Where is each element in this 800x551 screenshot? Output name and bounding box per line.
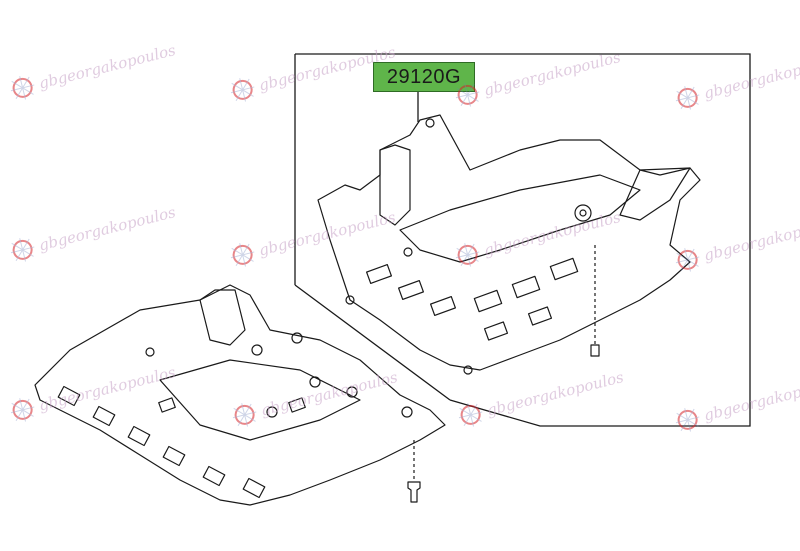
- gb-logo-icon: [230, 78, 255, 102]
- upper-plate-outline: [317, 114, 701, 371]
- gb-logo-icon: [230, 243, 255, 267]
- upper-hole: [527, 306, 553, 326]
- skid-plate-upper: [317, 114, 701, 375]
- callout-frame-outline: [295, 53, 751, 427]
- lower-hole: [57, 385, 81, 407]
- watermark: gbgeorgakopoulos: [7, 199, 179, 265]
- lower-hole: [158, 397, 176, 413]
- lower-plate-center-ridge: [159, 359, 361, 441]
- upper-bolt-hole: [345, 295, 355, 305]
- watermark: gbgeorgakopoulos: [227, 204, 399, 270]
- watermark: gbgeorgakopoulos: [7, 37, 179, 103]
- gb-logo-icon: [455, 83, 480, 107]
- lower-hole: [127, 425, 151, 447]
- watermark: gbgeorgakopoulos: [227, 39, 399, 105]
- lower-hole: [288, 397, 306, 413]
- upper-hole: [511, 275, 541, 299]
- gb-logo-icon: [10, 76, 35, 100]
- upper-plate-bracket-left: [379, 144, 411, 226]
- lower-plate-holes: [57, 385, 306, 499]
- lower-bolt-hole: [291, 332, 303, 344]
- watermark: gbgeorgakopoulos: [452, 44, 624, 110]
- lower-bolt-hole: [309, 376, 321, 388]
- watermark: gbgeorgakopoulos: [452, 204, 624, 270]
- lower-hole: [162, 445, 186, 467]
- lower-bolt-hole: [346, 386, 358, 398]
- gb-logo-icon: [675, 408, 700, 432]
- upper-bolt-hole: [579, 209, 587, 217]
- watermark: gbgeorgakopoulos: [672, 209, 800, 275]
- lower-bolt-hole: [266, 406, 278, 418]
- upper-bolt-hole: [463, 365, 473, 375]
- gb-logo-icon: [455, 243, 480, 267]
- watermark: gbgeorgakopoulos: [229, 364, 401, 430]
- skid-plate-lower: [34, 284, 446, 506]
- watermark: gbgeorgakopoulos: [455, 364, 627, 430]
- lower-hole: [202, 465, 226, 487]
- callout-frame: [294, 53, 751, 427]
- gb-logo-icon: [10, 238, 35, 262]
- upper-hole: [366, 263, 392, 285]
- gb-logo-icon: [10, 398, 35, 422]
- upper-bolt: [590, 344, 600, 357]
- gb-logo-icon: [675, 248, 700, 272]
- upper-hole: [430, 295, 456, 317]
- upper-hole: [483, 321, 509, 341]
- upper-hole: [473, 289, 503, 313]
- gb-logo-icon: [458, 403, 483, 427]
- lower-plate-outline: [34, 284, 446, 506]
- upper-bolt-hole: [574, 204, 592, 222]
- lower-bolt-hole: [145, 347, 155, 357]
- upper-bolt-hole: [425, 118, 435, 128]
- upper-hole: [549, 257, 579, 281]
- lower-bolt: [407, 481, 421, 503]
- lower-plate-bracket: [199, 289, 246, 346]
- gb-logo-icon: [232, 403, 257, 427]
- upper-plate-holes: [366, 257, 579, 341]
- gb-logo-icon: [675, 86, 700, 110]
- lower-hole: [242, 477, 266, 499]
- watermark: gbgeorgakopoulos: [7, 359, 179, 425]
- lower-hole: [92, 405, 116, 427]
- watermark: gbgeorgakopoulos: [672, 47, 800, 113]
- lower-bolt-hole: [251, 344, 263, 356]
- watermark: gbgeorgakopoulos: [672, 369, 800, 435]
- upper-plate-bracket-right: [619, 167, 691, 221]
- upper-hole: [398, 279, 424, 301]
- upper-bolt-hole: [403, 247, 413, 257]
- callout-frame-bottom-edge: [294, 284, 451, 401]
- part-number-label: 29120G: [373, 62, 475, 92]
- upper-plate-top-panel: [399, 174, 641, 263]
- lower-bolt-hole: [401, 406, 413, 418]
